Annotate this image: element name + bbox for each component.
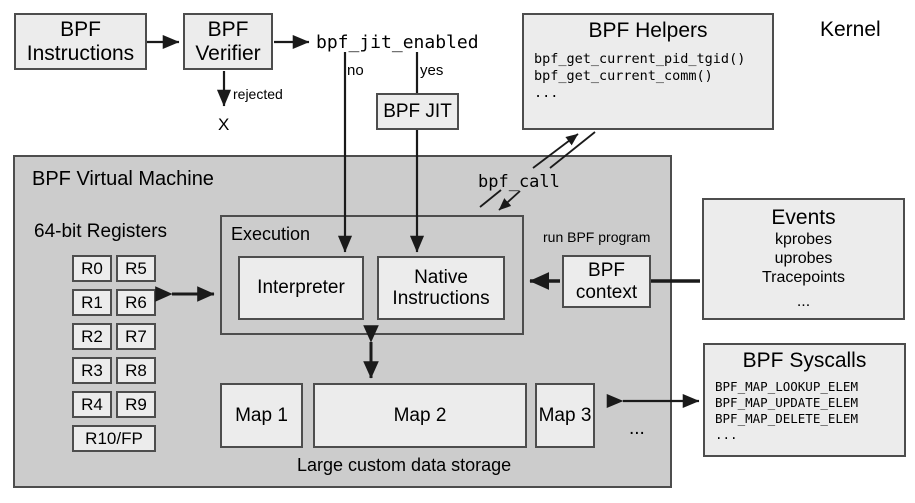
native-instructions-box: Native Instructions xyxy=(377,256,505,320)
branch-yes-label: yes xyxy=(420,62,444,79)
vm-title: BPF Virtual Machine xyxy=(32,168,214,190)
bpf-context-box: BPF context xyxy=(562,255,651,308)
branch-no-label: no xyxy=(347,62,364,79)
register-r3: R3 xyxy=(72,357,112,384)
bpf-helpers-title: BPF Helpers xyxy=(588,19,708,42)
maps-ellipsis: ... xyxy=(629,418,645,439)
register-r9: R9 xyxy=(116,391,156,418)
register-r8: R8 xyxy=(116,357,156,384)
events-box: Events kprobes uprobes Tracepoints ... xyxy=(702,198,905,320)
interpreter-box: Interpreter xyxy=(238,256,364,320)
register-r4: R4 xyxy=(72,391,112,418)
register-r5: R5 xyxy=(116,255,156,282)
register-r0: R0 xyxy=(72,255,112,282)
map-2-box: Map 2 xyxy=(313,383,527,448)
bpf-helpers-list: bpf_get_current_pid_tgid() bpf_get_curre… xyxy=(534,50,746,102)
bpf-verifier-box: BPF Verifier xyxy=(183,13,273,70)
events-ellipsis: ... xyxy=(796,293,811,311)
storage-label: Large custom data storage xyxy=(297,455,512,475)
bpf-jit-box: BPF JIT xyxy=(376,93,459,130)
register-r2: R2 xyxy=(72,323,112,350)
map-1-box: Map 1 xyxy=(220,383,303,448)
bpf-syscalls-list: BPF_MAP_LOOKUP_ELEM BPF_MAP_UPDATE_ELEM … xyxy=(715,378,858,442)
bpf-call-label: bpf_call xyxy=(478,172,560,192)
bpf-syscalls-box: BPF Syscalls BPF_MAP_LOOKUP_ELEM BPF_MAP… xyxy=(703,343,906,457)
events-title: Events xyxy=(771,206,836,229)
register-r10-fp: R10/FP xyxy=(72,425,156,452)
bpf-syscalls-title: BPF Syscalls xyxy=(742,349,867,372)
register-r7: R7 xyxy=(116,323,156,350)
execution-title: Execution xyxy=(231,224,311,244)
run-bpf-program-label: run BPF program xyxy=(543,229,651,245)
registers-title: 64-bit Registers xyxy=(34,221,168,242)
rejected-label: rejected xyxy=(233,86,283,102)
bpf-jit-enabled-label: bpf_jit_enabled xyxy=(316,32,479,53)
register-r6: R6 xyxy=(116,289,156,316)
kernel-label: Kernel xyxy=(820,18,881,41)
rejected-x-mark: X xyxy=(218,115,230,134)
bpf-helpers-box: BPF Helpers bpf_get_current_pid_tgid() b… xyxy=(522,13,774,130)
events-list: kprobes uprobes Tracepoints xyxy=(762,230,845,286)
bpf-instructions-box: BPF Instructions xyxy=(14,13,147,70)
register-r1: R1 xyxy=(72,289,112,316)
map-3-box: Map 3 xyxy=(535,383,595,448)
